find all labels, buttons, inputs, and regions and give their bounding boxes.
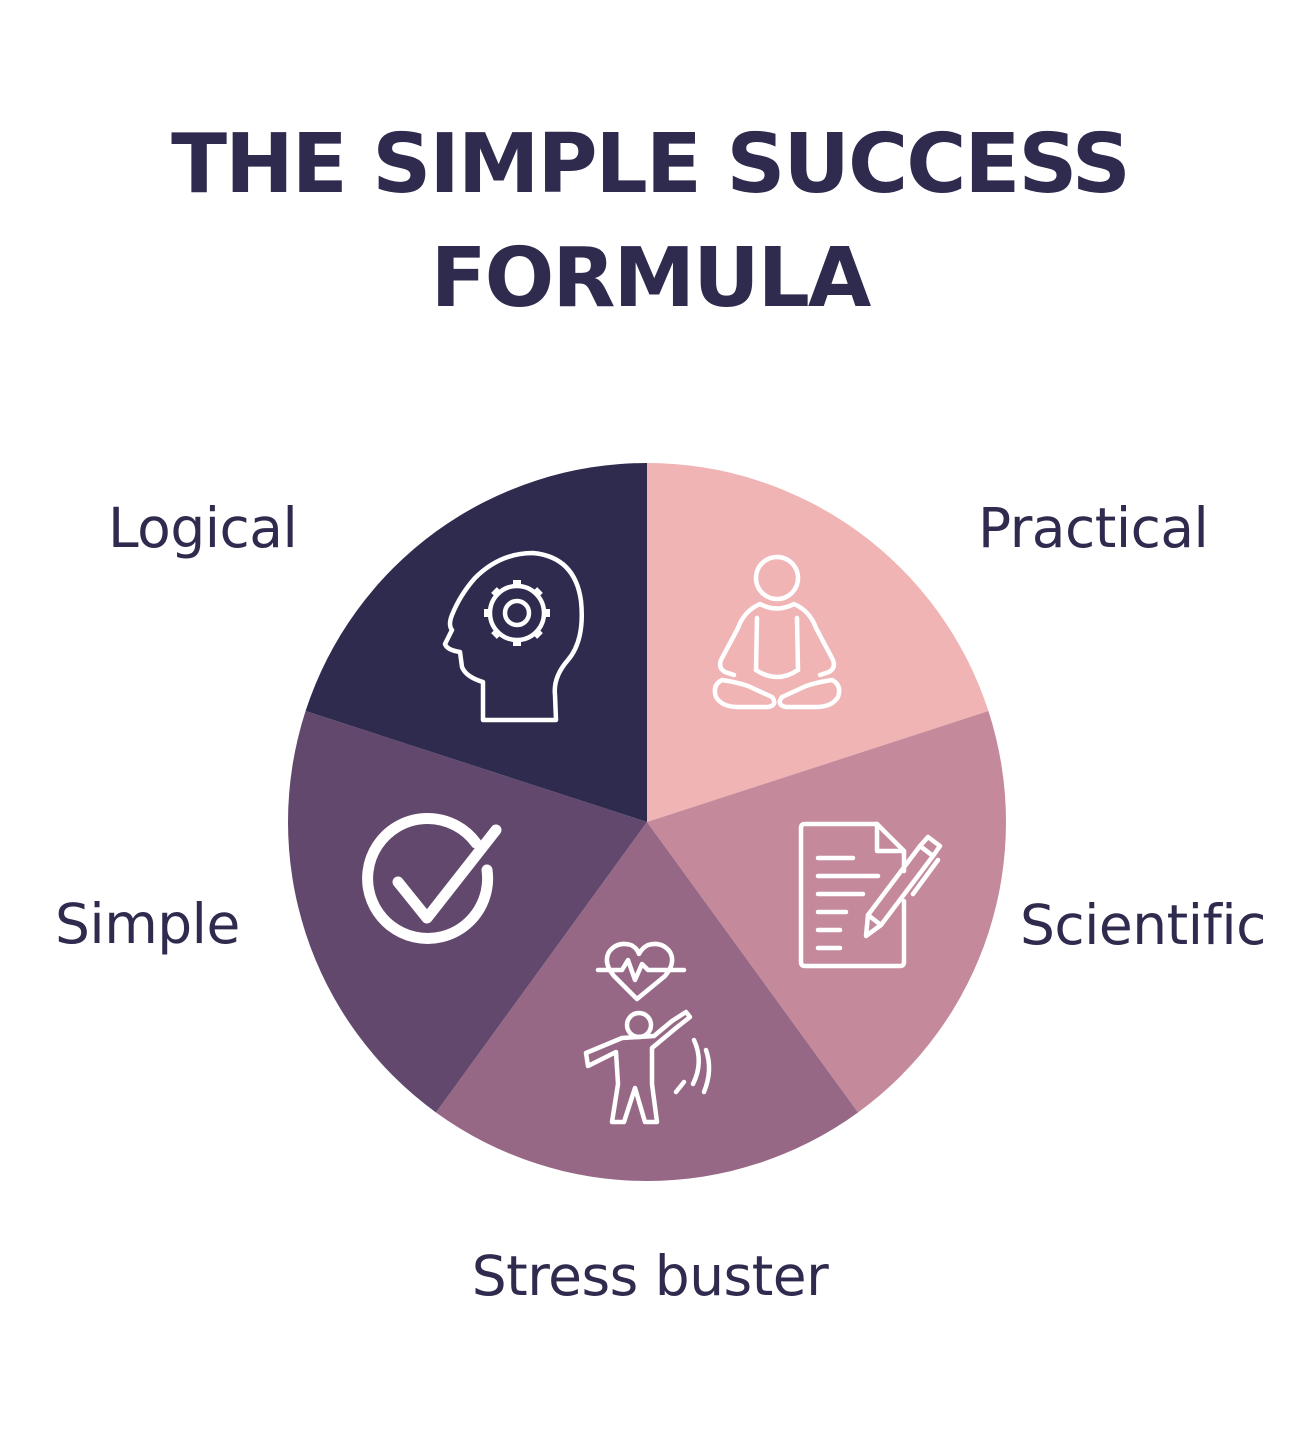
- meditation-icon: [712, 554, 842, 710]
- wheel-slice-logical: [305, 463, 647, 822]
- segment-label-stress-buster: Stress buster: [471, 1244, 829, 1308]
- checkmark-circle-icon: [362, 812, 502, 944]
- wheel-slice-practical: [647, 463, 989, 822]
- segment-label-logical: Logical: [108, 496, 298, 560]
- segment-label-scientific: Scientific: [1020, 893, 1266, 957]
- head-gear-icon: [442, 550, 584, 723]
- document-pen-icon: [798, 821, 943, 969]
- wheel-slice-stress-buster: [435, 822, 859, 1181]
- wheel-slice-simple: [287, 711, 647, 1113]
- segment-label-simple: Simple: [55, 892, 240, 956]
- segment-label-practical: Practical: [978, 496, 1209, 560]
- page-title-line-2: FORMULA: [430, 231, 872, 326]
- page-title-line-1: THE SIMPLE SUCCESS: [171, 117, 1131, 212]
- heart-exercise-icon: [583, 941, 712, 1125]
